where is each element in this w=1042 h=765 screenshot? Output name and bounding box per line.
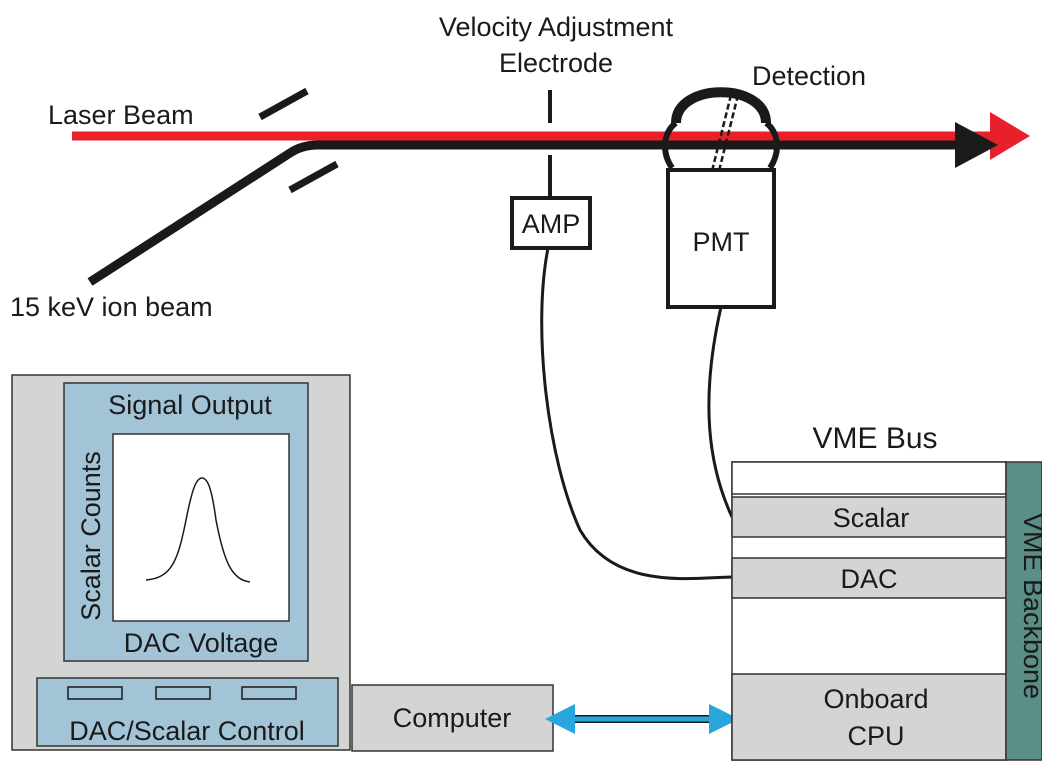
laser-beam-label: Laser Beam [48, 100, 194, 130]
x-axis-label: DAC Voltage [124, 628, 279, 658]
detection-label: Detection [752, 61, 866, 91]
control-button-3[interactable] [241, 686, 297, 700]
deflector-plates [258, 87, 339, 194]
signal-output-title: Signal Output [108, 390, 272, 420]
pmt-label: PMT [693, 227, 750, 257]
laser-beam [72, 112, 1030, 160]
control-button-2[interactable] [155, 686, 211, 700]
computer-box: Computer [351, 684, 554, 752]
vme-module-scalar [731, 496, 1007, 538]
vme-module-dac [731, 557, 1007, 599]
vme-crate: Scalar DAC Onboard CPU VME Backbone [731, 461, 1042, 761]
detection-region [662, 87, 780, 176]
daq-console: Signal Output Scalar Counts DAC Voltage … [11, 374, 351, 751]
vme-slot-empty [731, 461, 1007, 495]
vme-bus-title: VME Bus [812, 422, 937, 455]
control-button-1[interactable] [67, 686, 123, 700]
pmt-to-scalar-cable [707, 306, 734, 518]
resonance-peak [145, 477, 251, 583]
vme-backbone [1005, 461, 1042, 761]
cpu-label-line1: Onboard [823, 684, 928, 714]
amp-to-dac-cable [540, 247, 733, 581]
cpu-label-line2: CPU [847, 721, 904, 751]
velocity-electrode-label-line2: Electrode [499, 48, 613, 78]
vme-module-cpu [731, 673, 1007, 761]
ion-beam-label: 15 keV ion beam [10, 292, 213, 322]
pmt-box: PMT [666, 168, 776, 309]
amp-label: AMP [522, 209, 581, 239]
amp-box: AMP [510, 196, 592, 250]
ion-beam [87, 122, 998, 286]
velocity-electrode-label: Velocity Adjustment [439, 12, 674, 42]
control-panel-label: DAC/Scalar Control [69, 716, 305, 746]
dac-label: DAC [840, 564, 897, 594]
y-axis-label: Scalar Counts [76, 451, 106, 621]
vme-backbone-label: VME Backbone [1018, 513, 1042, 699]
plot-area [112, 433, 290, 622]
computer-label: Computer [393, 703, 512, 733]
scalar-label: Scalar [833, 503, 910, 533]
